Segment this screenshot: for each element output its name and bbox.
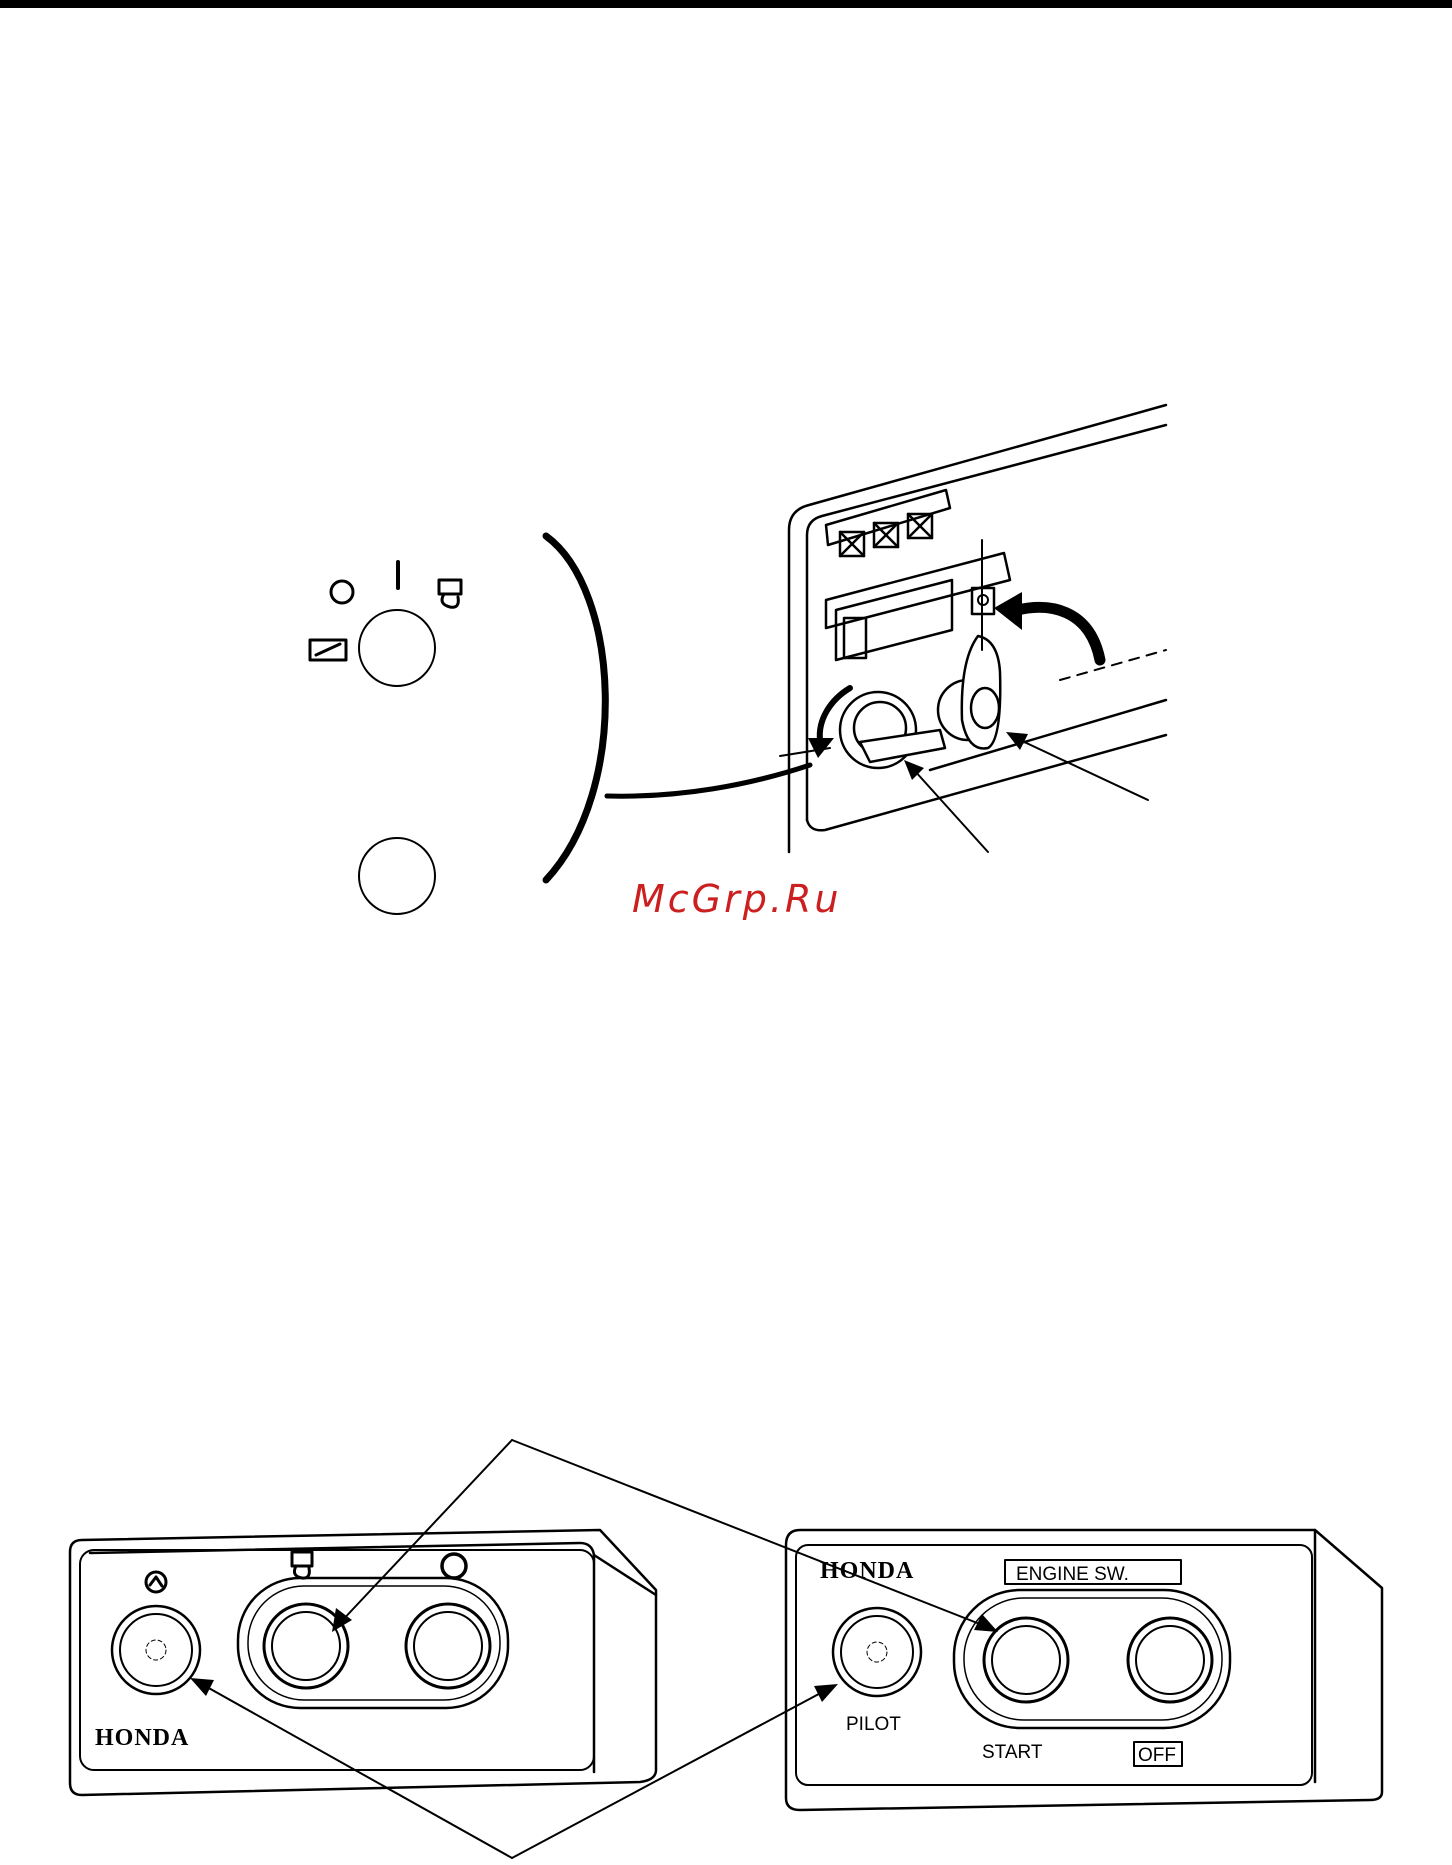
dial-knob-upper <box>359 610 435 686</box>
curved-arrow-right <box>1010 607 1100 660</box>
stop-button-left[interactable] <box>406 1604 490 1688</box>
off-button-right[interactable] <box>1128 1618 1212 1702</box>
watermark-text: McGrp.Ru <box>632 877 841 921</box>
curved-arrow-left <box>820 688 850 740</box>
engine-start-icon <box>292 1552 312 1578</box>
magnifier-connector <box>607 765 810 796</box>
generator-panel <box>780 405 1166 852</box>
key-switch <box>840 692 945 768</box>
off-label: OFF <box>1138 1745 1176 1766</box>
pilot-lamp-right <box>833 1608 921 1696</box>
start-label: START <box>982 1742 1043 1763</box>
dial-closeup <box>310 536 810 914</box>
choke-symbol <box>310 640 346 660</box>
circle-off-symbol <box>331 581 353 603</box>
button-housing-right <box>954 1590 1230 1728</box>
choke-lever <box>938 636 1000 748</box>
remote-panel-right: HONDA ENGINE SW. PILOT START OFF <box>786 1530 1382 1810</box>
outlet-row <box>826 490 950 556</box>
pilot-label: PILOT <box>846 1714 901 1735</box>
power-indicator-icon <box>146 1572 166 1592</box>
magnifier-outline <box>546 536 605 880</box>
pilot-lamp-left <box>112 1606 200 1694</box>
stop-circle-icon <box>442 1554 466 1578</box>
remote-panel-left: HONDA <box>70 1530 656 1795</box>
button-housing-left <box>238 1578 508 1708</box>
engine-sw-label: ENGINE SW. <box>1016 1564 1129 1585</box>
dial-knob-lower <box>359 838 435 914</box>
engine-start-symbol <box>439 580 461 607</box>
brand-honda-left: HONDA <box>95 1725 189 1751</box>
